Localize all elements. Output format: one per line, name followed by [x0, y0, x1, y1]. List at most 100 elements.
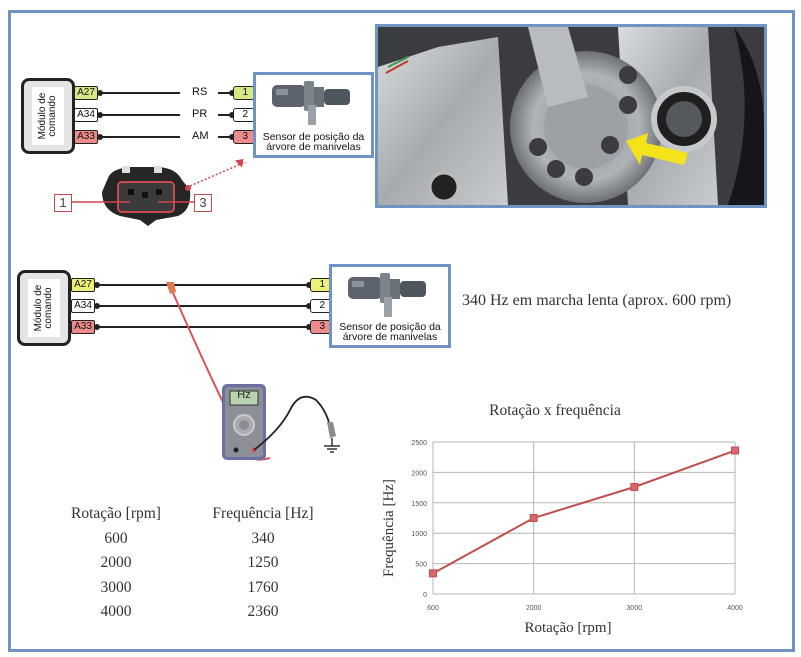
table-cell-rpm: 2000	[100, 554, 132, 571]
x-tick-label: 4000	[727, 605, 743, 612]
crank-sensor-caption-2: Sensor de posição da árvore de manivelas	[339, 321, 441, 343]
table-cell-frequency: 1760	[247, 578, 279, 596]
wire-3	[99, 326, 309, 328]
x-tick-label: 600	[427, 605, 439, 612]
chart-y-axis-label: Frequência [Hz]	[381, 479, 397, 577]
sensor-pin-2: 2	[233, 108, 255, 122]
chart-y-ticks: 0 500 1000 1500 2000 2500	[411, 440, 427, 599]
chart-series	[429, 446, 739, 578]
engine-photo-illustration	[378, 27, 764, 205]
wire-pr-right	[218, 114, 232, 116]
wire-rs-left	[102, 92, 180, 94]
table-row: 2000 1250	[52, 554, 338, 579]
table-cell-rpm: 4000	[100, 603, 132, 620]
wire-pr-left	[102, 114, 180, 116]
wire-rs-right	[218, 92, 232, 94]
connector-cavity-3	[156, 189, 162, 195]
control-module-label: Módulo de comando	[37, 92, 58, 140]
probe-lead-black	[253, 395, 331, 451]
table-header-rpm: Rotação [rpm]	[71, 505, 161, 522]
yellow-arrow-icon	[626, 133, 688, 165]
connector-cavity-1	[128, 189, 134, 195]
table-cell-rpm: 600	[104, 529, 128, 547]
connector-callout-1: 1	[54, 194, 72, 212]
module-pin-a33-2: A33	[71, 320, 95, 334]
table-row: 600 340	[52, 530, 338, 555]
signal-label-pr: PR	[192, 108, 208, 120]
crank-sensor-card-2: Sensor de posição da árvore de manivelas	[329, 264, 451, 348]
ground-icon	[324, 438, 340, 453]
module-pin-a34: A34	[74, 108, 98, 122]
y-tick-label: 500	[415, 562, 427, 569]
table-cell-frequency: 340	[251, 529, 275, 547]
wire-am-left	[102, 136, 180, 138]
y-tick-label: 1500	[411, 501, 427, 508]
page-frame	[8, 10, 795, 652]
control-module: Módulo de comando	[21, 78, 75, 154]
terminal-dot	[97, 112, 103, 118]
y-tick-label: 1000	[411, 531, 427, 538]
terminal-dot	[94, 282, 100, 288]
terminal-dot	[229, 134, 235, 140]
table-cell-frequency: 2360	[247, 603, 279, 620]
crank-sensor-icon-2	[348, 273, 426, 317]
module-pin-a27: A27	[74, 86, 98, 100]
ground-probe-icon	[327, 422, 336, 438]
terminal-dot	[229, 90, 235, 96]
chart-grid	[432, 441, 736, 595]
crank-sensor-icon	[272, 81, 350, 125]
control-module-2: Módulo de comando	[17, 270, 71, 346]
terminal-dot	[94, 324, 100, 330]
y-tick-label: 2500	[411, 440, 427, 447]
multimeter-display-unit: Hz	[237, 389, 251, 401]
rpm-frequency-table: Rotação [rpm] Frequência [Hz] 600 340 20…	[52, 505, 338, 628]
data-point-marker	[529, 514, 538, 522]
control-module-label-2: Módulo de comando	[33, 284, 54, 332]
signal-label-am: AM	[192, 130, 209, 142]
terminal-dot	[97, 90, 103, 96]
sensor-pin-3-2: 3	[310, 320, 332, 334]
module-pin-a27-2: A27	[71, 278, 95, 292]
data-point-marker	[429, 569, 437, 578]
connector-callout-3: 3	[194, 194, 212, 212]
chart-title: Rotação x frequência	[489, 402, 621, 419]
data-point-marker	[630, 482, 639, 491]
table-header-row: Rotação [rpm] Frequência [Hz]	[52, 505, 338, 530]
terminal-dot	[306, 282, 312, 288]
sensor-pin-1: 1	[233, 86, 255, 100]
signal-label-rs: RS	[192, 86, 208, 98]
terminal-dot	[229, 112, 235, 118]
series-line	[432, 449, 736, 575]
table-row: 4000 2360	[52, 603, 338, 628]
y-tick-label: 0	[423, 592, 427, 599]
multimeter-setup	[166, 282, 340, 461]
x-tick-label: 2000	[526, 605, 542, 612]
terminal-dot	[97, 134, 103, 140]
table-cell-frequency: 1250	[247, 554, 279, 571]
y-tick-label: 2000	[411, 470, 427, 477]
table-cell-rpm: 3000	[100, 578, 132, 596]
crankshaft-photo	[375, 24, 767, 208]
terminal-dot	[306, 303, 312, 309]
wire-2	[99, 305, 309, 307]
probe-tip-icon	[166, 282, 176, 294]
terminal-dot	[306, 324, 312, 330]
sensor-pin-3: 3	[233, 130, 255, 144]
terminal-dot	[94, 303, 100, 309]
sensor-connector-diagram	[68, 162, 248, 226]
chart-x-axis-label: Rotação [rpm]	[524, 620, 611, 636]
module-pin-a34-2: A34	[71, 299, 95, 313]
idle-frequency-note: 340 Hz em marcha lenta (aprox. 600 rpm)	[462, 292, 732, 309]
table-row: 3000 1760	[52, 579, 338, 604]
wire-1	[99, 284, 309, 286]
multimeter-icon	[222, 384, 266, 460]
table-header-frequency: Frequência [Hz]	[212, 505, 314, 522]
module-pin-a33: A33	[74, 130, 98, 144]
connector-cavity-2	[142, 192, 148, 198]
wire-am-right	[218, 136, 232, 138]
crank-sensor-card: Sensor de posição da árvore de manivelas	[253, 72, 374, 158]
data-point-marker	[731, 446, 739, 455]
crank-sensor-caption: Sensor de posição da árvore de manivelas	[262, 131, 365, 153]
